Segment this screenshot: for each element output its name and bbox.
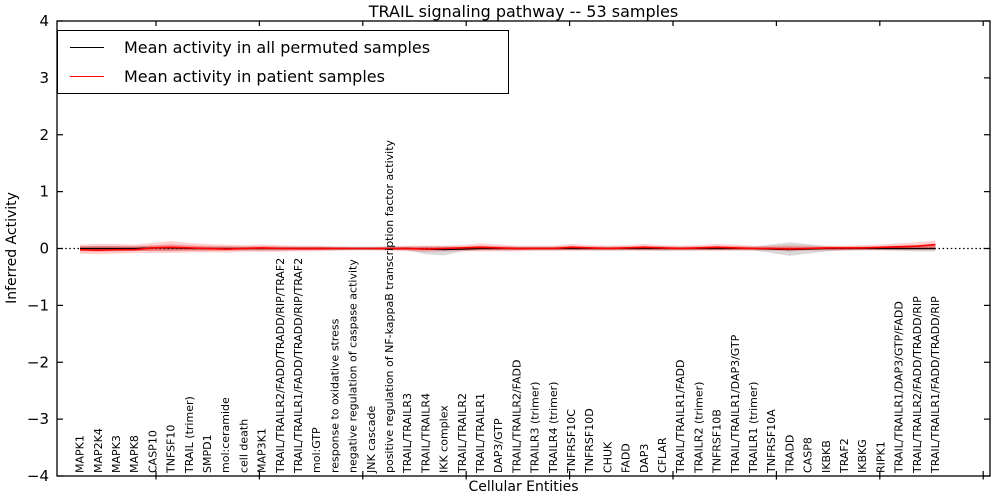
legend-line-black-icon [70, 47, 104, 48]
x-tick-label: TRAF2 [838, 438, 851, 474]
x-tick-label: TRAIL/TRAILR2 [456, 393, 469, 474]
x-tick-label: MAPK1 [74, 435, 87, 473]
y-tick-label: −1 [27, 296, 49, 314]
x-tick-label: TNFSF10 [165, 425, 178, 474]
x-tick-label: mol:ceramide [219, 397, 232, 473]
x-tick-label: FADD [620, 443, 633, 473]
x-tick-label: TRAIL/TRAILR2/FADD/TRADD/RIP/TRAF2 [274, 258, 287, 474]
x-tick-label: DAP3/GTP [492, 418, 505, 473]
x-tick-label: mol:GTP [310, 427, 323, 473]
x-tick-label: IKK complex [438, 405, 451, 473]
y-tick-label: 2 [39, 126, 49, 144]
x-tick-label: CASP10 [146, 430, 159, 473]
legend: Mean activity in all permuted samples Me… [57, 30, 509, 94]
x-tick-label: TRAIL/TRAILR1/FADD/TRADD/RIP/TRAF2 [292, 258, 305, 474]
legend-label-permuted: Mean activity in all permuted samples [124, 38, 431, 57]
y-tick-label: 4 [39, 12, 49, 30]
x-tick-label: CHUK [601, 441, 614, 473]
x-tick-label: negative regulation of caspase activity [347, 259, 360, 473]
x-tick-label: TRAIL (trimer) [183, 396, 196, 474]
x-tick-label: response to oxidative stress [328, 318, 341, 473]
legend-label-patient: Mean activity in patient samples [124, 67, 385, 86]
x-tick-label: TRAIL/TRAILR3 [401, 393, 414, 474]
x-tick-label: MAP2K4 [92, 428, 105, 473]
y-tick-label: −2 [27, 353, 49, 371]
x-tick-label: DAP3 [638, 444, 651, 473]
y-tick-label: 0 [39, 240, 49, 258]
x-tick-label: TRAILR2 (trimer) [692, 382, 705, 474]
legend-item-permuted: Mean activity in all permuted samples [58, 34, 508, 62]
patient-band-outer [80, 240, 936, 255]
y-tick-label: −4 [27, 467, 49, 485]
patient-mean-line [79, 243, 936, 252]
legend-line-red-icon [70, 76, 104, 77]
x-tick-label: IKBKG [856, 439, 869, 473]
x-tick-label: SMPD1 [201, 434, 214, 473]
x-tick-label: RIPK1 [874, 441, 887, 473]
x-tick-label: TRAIL/TRAILR2/FADD [510, 360, 523, 474]
x-tick-label: TRAIL/TRAILR4 [419, 393, 432, 474]
x-tick-label: TRAILR1 (trimer) [747, 382, 760, 474]
x-tick-label: TRAIL/TRAILR1/DAP3/GTP [729, 334, 742, 474]
x-tick-label: TRAILR3 (trimer) [529, 382, 542, 474]
x-tick-label: TRAIL/TRAILR1 [474, 393, 487, 474]
y-tick-label: 3 [39, 69, 49, 87]
x-tick-label: positive regulation of NF-kappaB transcr… [383, 139, 396, 473]
x-tick-label: JNK cascade [365, 406, 378, 474]
chart-title: TRAIL signaling pathway -- 53 samples [368, 2, 679, 21]
x-tick-label: MAPK3 [110, 435, 123, 473]
x-tick-label: IKBKB [820, 440, 833, 473]
y-axis-label: Inferred Activity [4, 192, 20, 304]
y-tick-label: 1 [39, 183, 49, 201]
x-tick-label: TRAIL/TRAILR2/FADD/TRADD/RIP [911, 296, 924, 474]
x-tick-label: TNFRSF10B [711, 409, 724, 474]
x-tick-label: TNFRSF10C [565, 409, 578, 474]
x-tick-label: TRAIL/TRAILR1/DAP3/GTP/FADD [893, 301, 906, 474]
x-tick-label: TNFRSF10A [765, 409, 778, 474]
x-tick-label: TRAILR4 (trimer) [547, 382, 560, 474]
x-tick-label: TRAIL/TRAILR1/FADD/TRADD/RIP [929, 296, 942, 474]
x-tick-label: MAP3K1 [256, 428, 269, 473]
x-tick-label: TRAIL/TRAILR1/FADD [674, 360, 687, 474]
x-tick-label: CFLAR [656, 437, 669, 473]
x-tick-label: MAPK8 [128, 435, 141, 473]
y-tick-label: −3 [27, 410, 49, 428]
x-tick-label: TRADD [783, 435, 796, 474]
x-tick-label: CASP8 [802, 437, 815, 473]
x-axis-label: Cellular Entities [468, 479, 579, 495]
x-tick-label: cell death [237, 419, 250, 473]
x-tick-label: TNFRSF10D [583, 408, 596, 474]
legend-item-patient: Mean activity in patient samples [58, 63, 508, 91]
